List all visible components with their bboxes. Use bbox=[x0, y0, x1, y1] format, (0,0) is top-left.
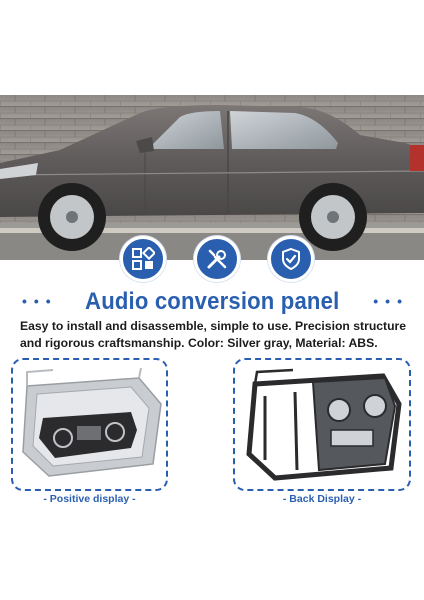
car-illustration bbox=[0, 95, 424, 260]
positive-display-caption: - Positive display - bbox=[43, 493, 136, 505]
decorative-dots-left: ••• bbox=[22, 293, 58, 309]
dashboard-grid-icon bbox=[120, 236, 166, 282]
product-description: Easy to install and disassemble, simple … bbox=[20, 319, 407, 350]
page-title: Audio conversion panel bbox=[84, 288, 340, 315]
back-display-box bbox=[233, 358, 411, 491]
feature-icons bbox=[0, 236, 424, 288]
shield-check-icon bbox=[268, 236, 314, 282]
panel-back-illustration bbox=[246, 368, 402, 481]
car-photo bbox=[0, 95, 424, 260]
tools-icon bbox=[194, 236, 240, 282]
panel-front-illustration bbox=[22, 367, 162, 477]
title-row: ••• Audio conversion panel ••• bbox=[0, 287, 424, 317]
positive-display-box bbox=[11, 358, 168, 491]
back-display-caption: - Back Display - bbox=[282, 493, 362, 505]
decorative-dots-right: ••• bbox=[373, 293, 409, 309]
